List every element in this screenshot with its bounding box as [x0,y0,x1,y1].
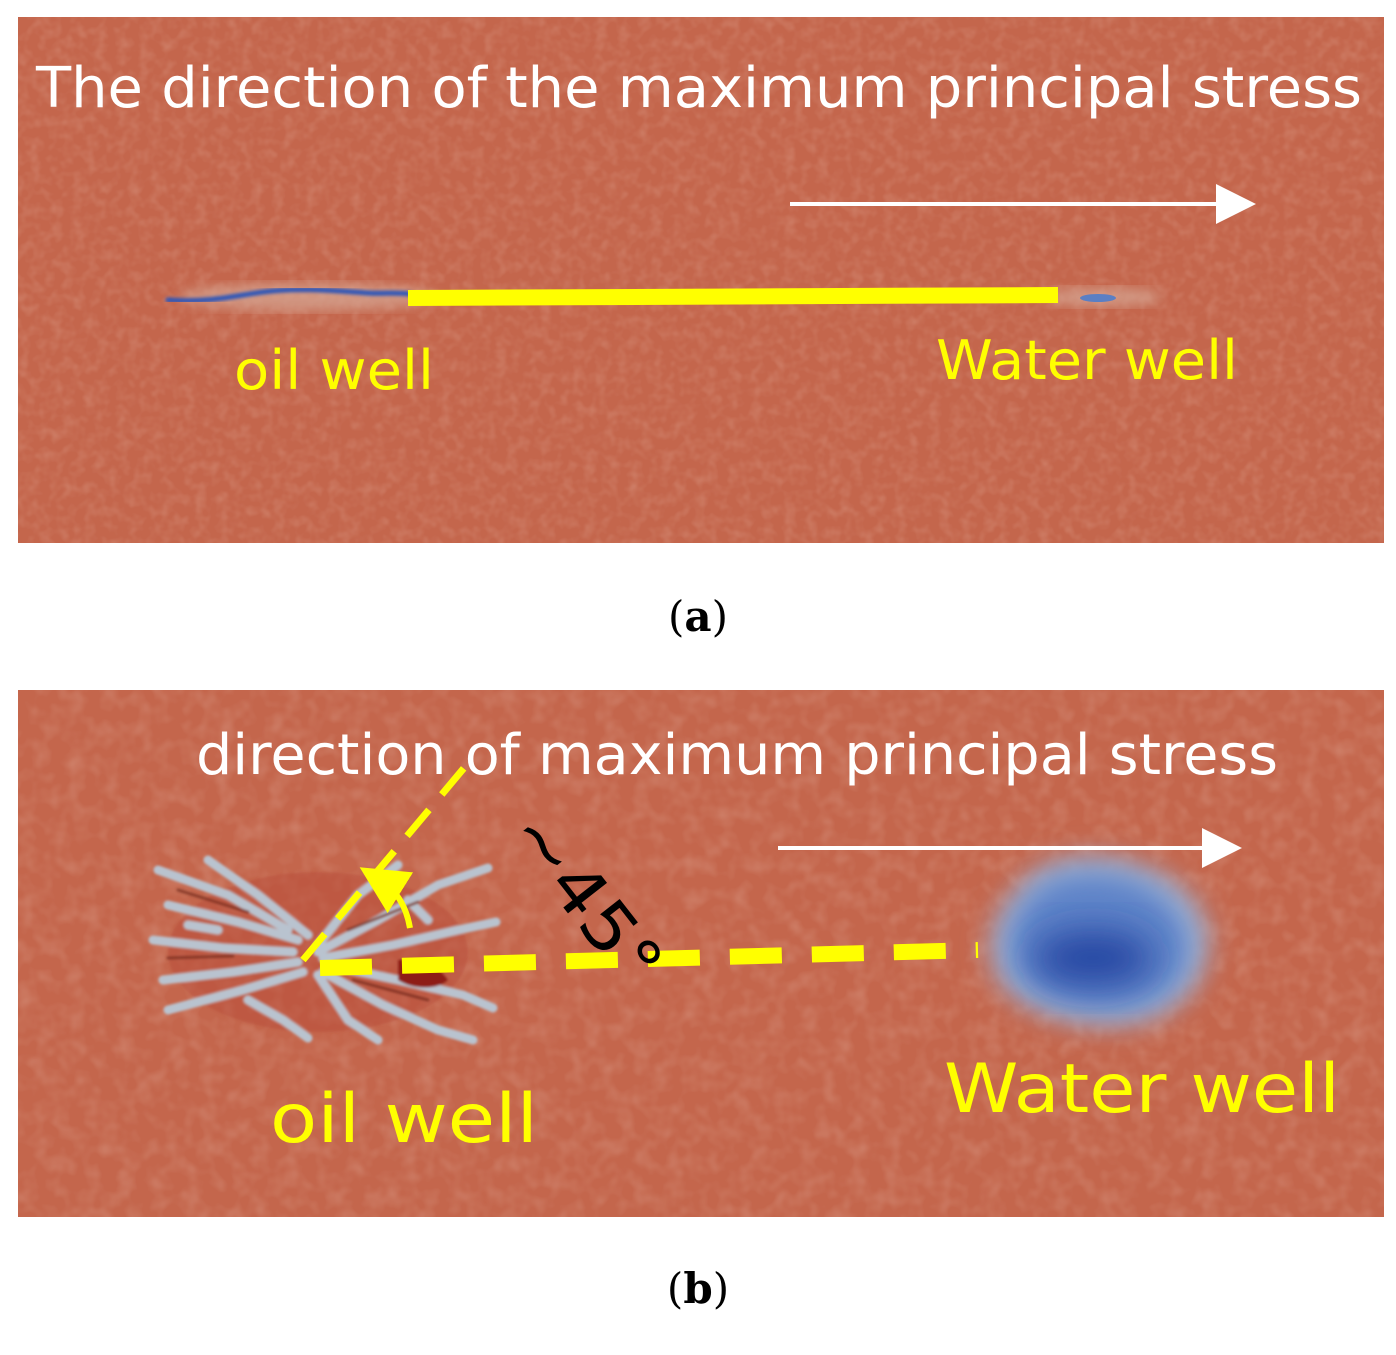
caption-a-open: ( [668,592,685,641]
caption-b-close: ) [712,1264,730,1313]
panel-a: The direction of the maximum principal s… [18,17,1384,543]
caption-a-close: ) [711,592,728,641]
water-well-label: Water well [944,1050,1340,1129]
stress-direction-label: direction of maximum principal stress [196,723,1278,788]
fracture-halo [178,283,438,311]
well-connection-line [407,287,1059,306]
fracture-direction-dashed-line [300,765,467,963]
water-well-region [990,857,1209,1025]
caption-b-letter: b [683,1264,713,1313]
caption-a-letter: a [684,592,712,641]
rock-texture [18,17,1384,543]
caption-b: (b) [0,1264,1396,1313]
water-well-spot [1080,294,1116,302]
oil-well-fracture [165,287,413,304]
oil-well-label: oil well [270,1080,538,1159]
oil-well-label: oil well [234,339,434,402]
stress-direction-label: The direction of the maximum principal s… [35,56,1362,121]
panel-b-canvas: ~45° direction of maximum principal stre… [18,690,1384,1217]
angle-arc [359,867,414,929]
well-connection-dashed-line [319,942,979,976]
caption-b-open: ( [666,1264,684,1313]
panel-b: ~45° direction of maximum principal stre… [18,690,1384,1217]
panel-a-canvas: The direction of the maximum principal s… [18,17,1384,543]
caption-a: (a) [0,592,1396,641]
water-well-label: Water well [936,329,1238,392]
